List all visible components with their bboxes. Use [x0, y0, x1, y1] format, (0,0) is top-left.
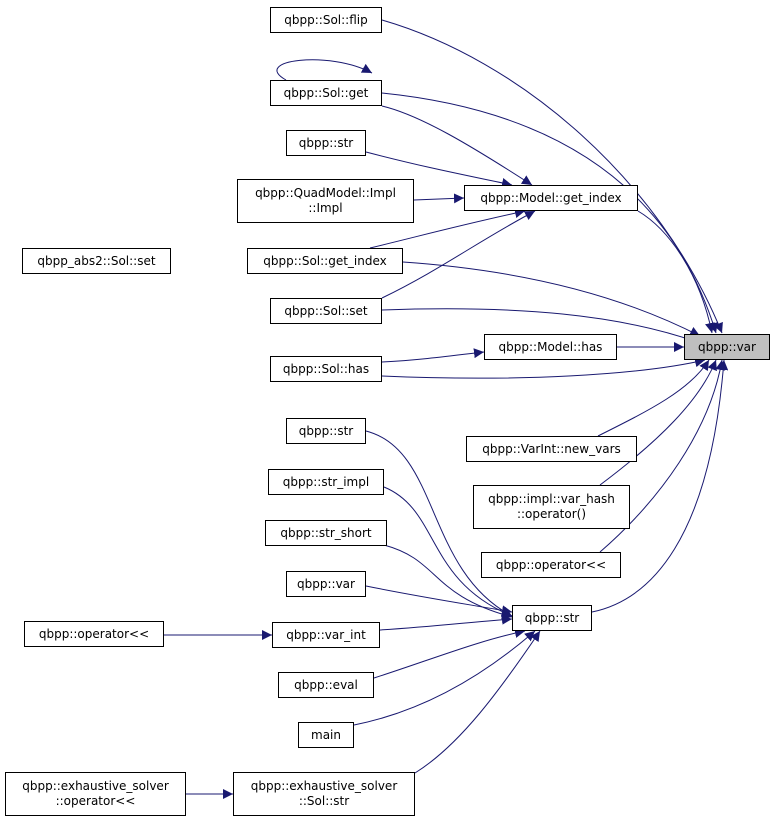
node-eval[interactable]: qbpp::eval — [278, 672, 374, 698]
node-label-line: qbpp::str_short — [280, 525, 372, 540]
node-ex-solver-sol-str[interactable]: qbpp::exhaustive_solver::Sol::str — [233, 772, 415, 816]
call-edge-0 — [381, 19, 723, 334]
call-edge-7 — [381, 210, 536, 299]
node-label-line: qbpp::str_impl — [282, 474, 370, 489]
node-str-impl[interactable]: qbpp::str_impl — [268, 469, 384, 495]
call-edge-21 — [365, 585, 513, 616]
call-edge-22 — [379, 614, 513, 631]
node-label-line: qbpp::eval — [294, 677, 358, 692]
call-edge-9 — [402, 261, 701, 337]
node-label-line: qbpp::Model::get_index — [480, 190, 622, 205]
call-edge-26 — [414, 630, 541, 774]
node-str-center[interactable]: qbpp::str — [512, 605, 592, 631]
node-label-line: qbpp::exhaustive_solver — [250, 779, 398, 793]
node-label-line: qbpp::Sol::get_index — [263, 253, 387, 268]
node-label-line: qbpp::Sol::has — [282, 361, 370, 376]
node-sol-get-index[interactable]: qbpp::Sol::get_index — [247, 248, 403, 274]
node-label-line: qbpp::impl::var_hash — [488, 492, 615, 506]
node-sol-get[interactable]: qbpp::Sol::get — [270, 80, 382, 106]
node-label-line: ::operator<< — [55, 794, 136, 808]
call-edge-24 — [373, 628, 526, 679]
node-label-line: qbpp::Sol::get — [283, 85, 369, 100]
node-var-target: qbpp::var — [684, 334, 770, 360]
node-operator-ll-2[interactable]: qbpp::operator<< — [24, 621, 164, 647]
node-model-has[interactable]: qbpp::Model::has — [484, 334, 617, 360]
node-label-line: qbpp::str — [524, 610, 580, 625]
call-edge-20 — [383, 544, 513, 620]
call-edge-25 — [353, 630, 536, 726]
call-edge-13 — [381, 357, 706, 379]
node-label-line: qbpp::str — [298, 423, 354, 438]
call-edge-19 — [383, 486, 513, 617]
node-label-line: qbpp::var — [297, 576, 355, 591]
call-edge-6 — [369, 208, 526, 249]
node-quadmodel-impl[interactable]: qbpp::QuadModel::Impl::Impl — [237, 179, 414, 223]
node-label-line: qbpp::Model::has — [498, 339, 603, 354]
call-edge-3 — [381, 105, 533, 186]
node-label-line: ::Sol::str — [298, 794, 350, 808]
node-abs2-sol-set[interactable]: qbpp_abs2::Sol::set — [22, 248, 171, 274]
call-edge-1 — [276, 59, 373, 81]
node-label-line: qbpp::var — [698, 339, 756, 354]
call-edge-14 — [597, 359, 710, 437]
node-operator-ll-1[interactable]: qbpp::operator<< — [481, 552, 621, 578]
node-label-line: qbpp::operator<< — [38, 626, 150, 641]
node-label-line: ::operator() — [516, 507, 587, 521]
node-var-int[interactable]: qbpp::var_int — [272, 622, 380, 648]
node-label-line: qbpp::operator<< — [495, 557, 607, 572]
node-model-get-index[interactable]: qbpp::Model::get_index — [464, 185, 638, 211]
call-edge-16 — [599, 359, 726, 553]
node-label-line: ::Impl — [308, 201, 343, 215]
node-sol-flip[interactable]: qbpp::Sol::flip — [270, 7, 382, 33]
node-var-2[interactable]: qbpp::var — [286, 571, 366, 597]
node-label-line: qbpp::Sol::set — [284, 303, 368, 318]
node-str-2[interactable]: qbpp::str — [286, 418, 366, 444]
node-varint-new-vars[interactable]: qbpp::VarInt::new_vars — [466, 436, 637, 462]
call-edge-15 — [599, 359, 717, 486]
node-var-hash-op[interactable]: qbpp::impl::var_hash::operator() — [473, 485, 630, 529]
node-str-short[interactable]: qbpp::str_short — [265, 520, 387, 546]
call-edge-4 — [365, 151, 513, 188]
node-label-line: qbpp_abs2::Sol::set — [37, 253, 156, 268]
call-edge-8 — [637, 210, 715, 334]
node-sol-has[interactable]: qbpp::Sol::has — [270, 356, 382, 382]
node-main[interactable]: main — [298, 722, 354, 748]
call-edge-5 — [413, 193, 465, 204]
node-label-line: qbpp::QuadModel::Impl — [255, 186, 396, 200]
node-label-line: main — [311, 727, 341, 742]
node-str-1[interactable]: qbpp::str — [286, 130, 366, 156]
node-label-line: qbpp::exhaustive_solver — [22, 779, 169, 793]
node-sol-set[interactable]: qbpp::Sol::set — [270, 298, 382, 324]
call-edge-12 — [381, 348, 485, 363]
call-edge-18 — [365, 430, 513, 617]
call-edge-17 — [591, 359, 729, 613]
node-label-line: qbpp::var_int — [286, 627, 366, 642]
node-label-line: qbpp::str — [298, 135, 354, 150]
call-edge-2 — [381, 92, 718, 334]
node-ex-solver-op[interactable]: qbpp::exhaustive_solver::operator<< — [5, 772, 186, 816]
node-label-line: qbpp::Sol::flip — [284, 12, 368, 27]
node-label-line: qbpp::VarInt::new_vars — [482, 441, 621, 456]
call-edge-10 — [381, 308, 698, 344]
